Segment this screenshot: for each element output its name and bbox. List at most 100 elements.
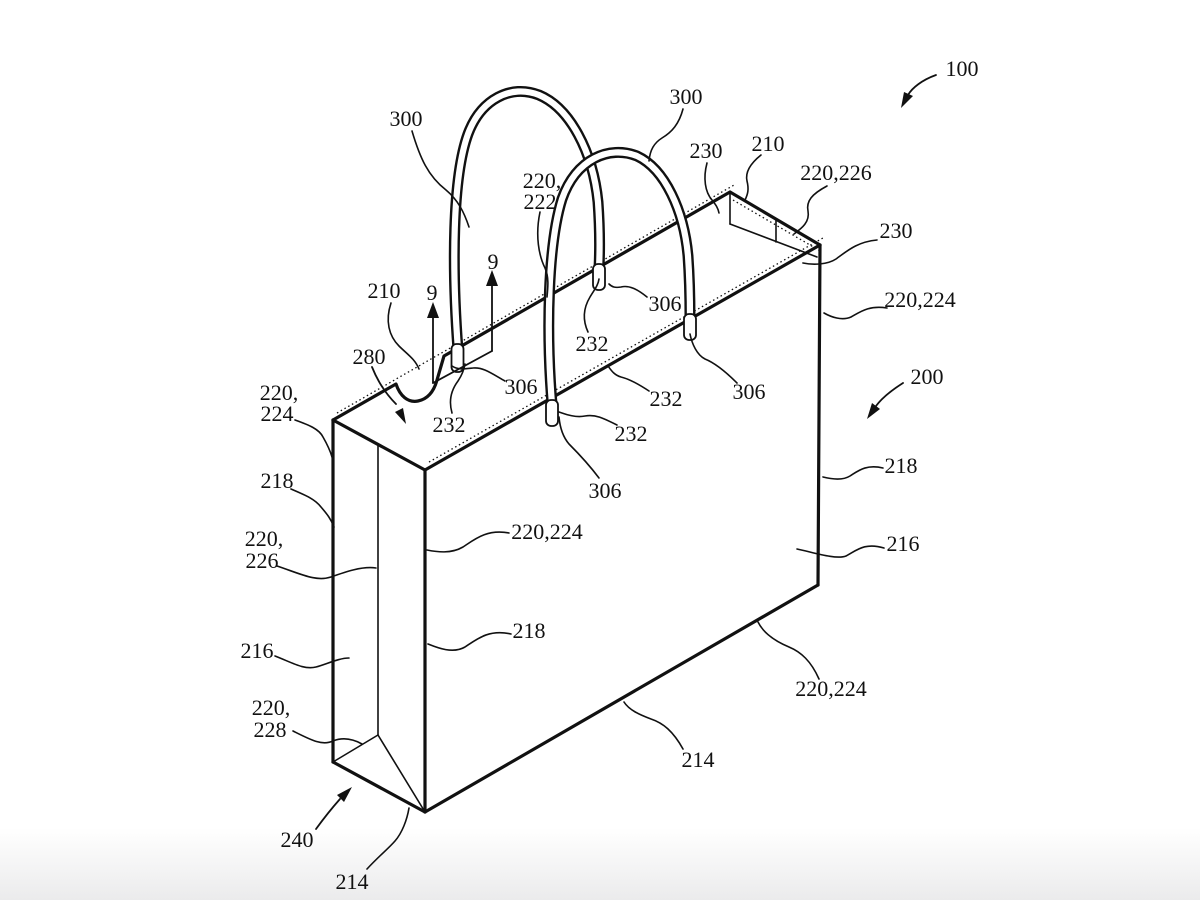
callout-220-224-center: 220,224 [511, 519, 583, 544]
arrow-240-shaft [315, 798, 341, 830]
leader-214-bottom [623, 701, 684, 750]
bag-front-right-edge [816, 243, 822, 587]
leader-218-left [290, 488, 335, 528]
callout-306-right: 306 [733, 379, 766, 404]
leader-214-bottom-left [366, 807, 410, 870]
leader-218-right [822, 466, 884, 480]
arrow-200-head [867, 403, 880, 419]
handle-rear [448, 86, 606, 373]
leader-220-224-left [294, 419, 333, 458]
callout-240: 240 [281, 827, 314, 852]
rear-handle-core [451, 88, 603, 354]
leader-306-upper-right [608, 283, 648, 298]
back-rim [331, 184, 823, 422]
back-hem-dotted-edge [336, 184, 735, 414]
bottom-fold-line-2 [377, 734, 426, 813]
callout-280: 280 [353, 344, 386, 369]
leader-210-top [744, 154, 762, 201]
callout-220-224-line2: 224 [261, 401, 294, 426]
leader-232-inner [583, 278, 600, 333]
arrow-280-shaft [371, 366, 397, 405]
callout-232-left: 232 [433, 412, 466, 437]
leader-232-left [449, 363, 466, 414]
callout-220-222-line2: 222 [524, 189, 557, 214]
leader-232-lower-middle [558, 411, 618, 426]
callout-210-top-right: 210 [752, 131, 785, 156]
callout-232-right: 232 [650, 386, 683, 411]
bottom-fold-line-1 [332, 734, 379, 763]
section-arrow-left-head [427, 302, 439, 318]
callout-220-224-bottom-right: 220,224 [795, 676, 867, 701]
callout-214-bottom: 214 [682, 747, 715, 772]
leader-306-right [689, 333, 738, 384]
bag-left-panel-top-edge [331, 418, 427, 472]
callout-218-right: 218 [885, 453, 918, 478]
leader-232-right [607, 365, 650, 392]
back-rim-line [331, 190, 732, 422]
bag-bottom-front-edge [423, 583, 820, 814]
section-arrow-right-head [486, 270, 498, 286]
callout-220-228-line2: 228 [254, 717, 287, 742]
leader-lines [274, 108, 888, 870]
leader-220-224-bottom-right [757, 621, 820, 680]
arrow-100-head [901, 92, 913, 108]
callout-218-center: 218 [513, 618, 546, 643]
handle-end-tab-306-b [592, 263, 606, 291]
callout-232-inner: 232 [576, 331, 609, 356]
callout-230-top: 230 [690, 138, 723, 163]
callout-100: 100 [946, 56, 979, 81]
handle-end-tab-306-a [450, 343, 465, 373]
leader-306-lower [558, 416, 600, 479]
callout-300-right: 300 [670, 84, 703, 109]
callout-214-bottom-left: 214 [336, 869, 369, 894]
callout-9-right: 9 [488, 249, 499, 274]
leader-220-222 [537, 211, 549, 298]
callout-306-upper-right: 306 [649, 291, 682, 316]
callout-220-224-right: 220,224 [884, 287, 956, 312]
callout-232-lower-middle: 232 [615, 421, 648, 446]
leader-210-left [387, 302, 420, 370]
bag-body [331, 190, 822, 814]
pointer-arrows [315, 74, 937, 830]
corner-hem-dotted-edge [732, 199, 823, 253]
handle-front [543, 146, 697, 427]
callout-220-228-line1: 220, [252, 695, 291, 720]
callout-200: 200 [911, 364, 944, 389]
callout-220-226-line2: 226 [246, 548, 279, 573]
leader-220-226-left [276, 565, 377, 580]
leader-230-right [802, 239, 878, 265]
callout-220-226-line1: 220, [245, 526, 284, 551]
leader-216-left [274, 655, 350, 669]
callout-218-left: 218 [261, 468, 294, 493]
leader-230-top [704, 162, 720, 214]
arrow-240-head [337, 787, 352, 802]
bag-top-right-edge [728, 190, 822, 247]
handle-end-tab-306-c [683, 313, 697, 341]
leader-220-224-right [823, 306, 888, 320]
leader-306-inner-left [451, 365, 506, 382]
leader-220-228 [292, 730, 363, 745]
leader-220-224-center [426, 531, 510, 553]
callout-306-inner-left: 306 [505, 374, 538, 399]
callout-216-right: 216 [887, 531, 920, 556]
section-line-9-9 [427, 270, 498, 384]
leader-300-left [411, 130, 470, 228]
callout-220-222-line1: 220, [523, 168, 562, 193]
corner-inner-fold [729, 223, 818, 258]
callout-210-left: 210 [368, 278, 401, 303]
callout-216-left: 216 [241, 638, 274, 663]
leader-216-right [796, 545, 885, 558]
handle-end-tab-306-d [545, 399, 559, 427]
section-line-connector [432, 350, 493, 384]
callout-220-224-line1: 220, [260, 380, 299, 405]
leader-220-226-top [793, 185, 828, 235]
callout-300-left: 300 [390, 106, 423, 131]
arrow-200-shaft [875, 382, 904, 407]
reference-labels: 100 300 300 230 210 220,226 230 220,224 … [241, 56, 979, 894]
front-rim [423, 237, 824, 472]
callout-230-right: 230 [880, 218, 913, 243]
leader-218-center [427, 631, 512, 651]
front-handle-core [545, 149, 694, 408]
